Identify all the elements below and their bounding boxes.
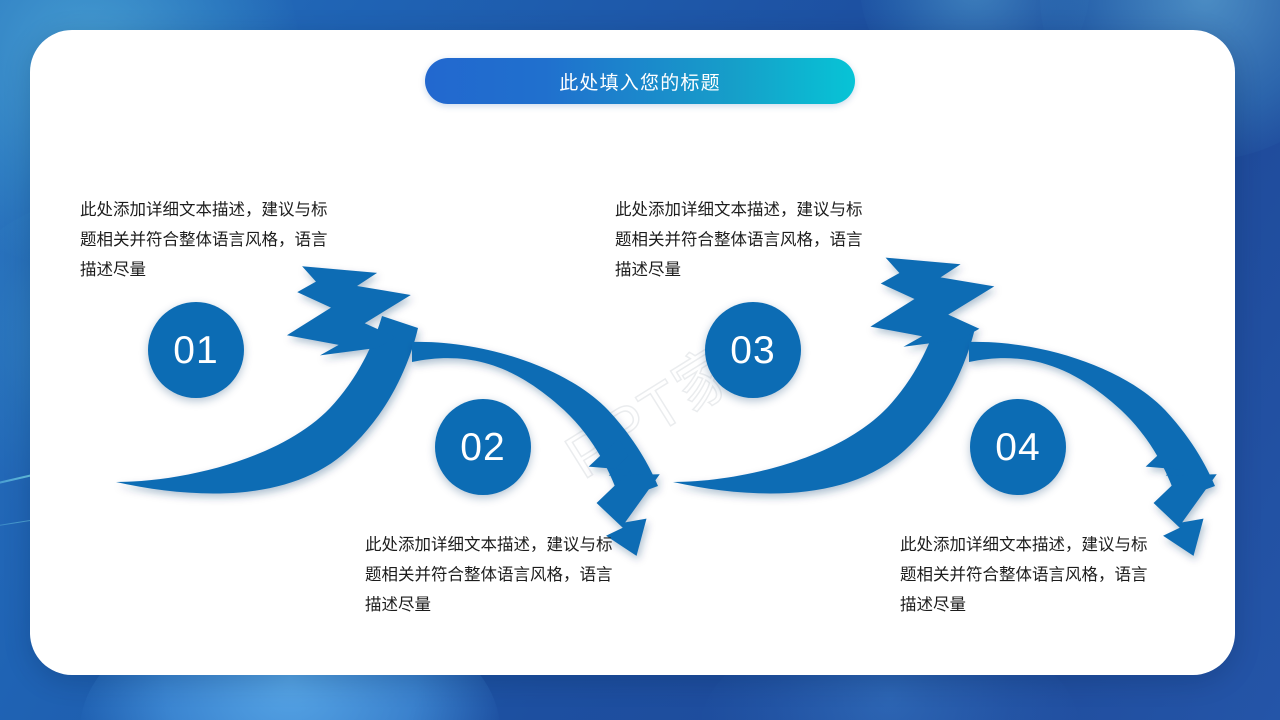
step-description-02: 此处添加详细文本描述，建议与标 题相关并符合整体语言风格，语言 描述尽量 [365, 536, 613, 614]
step-circle-04[interactable]: 04 [970, 399, 1066, 495]
step-circle-01[interactable]: 01 [148, 302, 244, 398]
slide-title-banner: 此处填入您的标题 [425, 58, 855, 104]
step-number-label: 04 [995, 425, 1041, 469]
step-circle-02[interactable]: 02 [435, 399, 531, 495]
process-arrow-diagram [30, 30, 1235, 675]
step-number-label: 02 [460, 425, 506, 469]
step-description-04: 此处添加详细文本描述，建议与标 题相关并符合整体语言风格，语言 描述尽量 [900, 536, 1148, 614]
step-number-label: 01 [173, 328, 219, 372]
arrow-down-right-1 [412, 341, 660, 556]
step-description-03: 此处添加详细文本描述，建议与标 题相关并符合整体语言风格，语言 描述尽量 [615, 201, 863, 279]
step-circle-03[interactable]: 03 [705, 302, 801, 398]
page-title: 此处填入您的标题 [559, 72, 721, 94]
content-card: 此处填入您的标题 PPT家园 [30, 30, 1235, 675]
step-number-label: 03 [730, 328, 776, 372]
arrow-down-right-2 [969, 341, 1217, 556]
arrow-up-right-2 [673, 257, 995, 494]
arrow-up-right-1 [116, 266, 418, 494]
step-description-01: 此处添加详细文本描述，建议与标 题相关并符合整体语言风格，语言 描述尽量 [80, 201, 328, 279]
